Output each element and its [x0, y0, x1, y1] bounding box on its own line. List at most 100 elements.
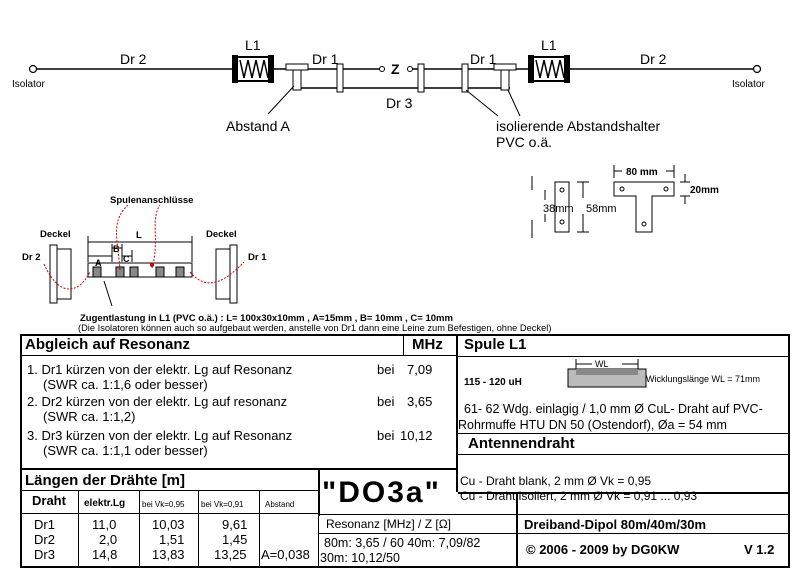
laengen-title: Längen der Drähte [m] [25, 472, 186, 489]
mhz-label: MHz [412, 336, 443, 353]
l1-left-label: L1 [245, 37, 261, 53]
resonanz-line1: 80m: 3,65 / 60 40m: 7,09/82 [324, 536, 481, 550]
step1-value: 7,09 [407, 362, 433, 377]
step2-bei: bei [377, 394, 395, 409]
step3-line1: 3. Dr3 kürzen von der elektr. Lg auf Res… [27, 428, 293, 443]
t-spacer-right [493, 63, 517, 91]
spacer-note-line1: isolierende Abstandshalter [496, 118, 661, 134]
isolator-right-ring [752, 64, 762, 74]
dreiband-top-rule [516, 514, 790, 515]
row1-vk095: 10,03 [152, 517, 185, 532]
coil-body [87, 262, 193, 278]
feed-terminal-right [407, 66, 413, 72]
dr3-label: Dr 3 [386, 95, 413, 111]
antenne-header-rule [458, 454, 790, 455]
strain-relief-pointer [103, 280, 113, 307]
do3a-title: "DO3a" [322, 476, 441, 509]
step2-line1: 2. Dr2 kürzen von der elektr. Lg auf res… [27, 394, 288, 409]
isolator-note-text: (Die Isolatoren können auch so aufgebaut… [78, 323, 551, 333]
antenne-top-rule [458, 433, 790, 434]
spacer-dimension-lines [531, 165, 690, 238]
coil-l1-right [528, 55, 570, 83]
dr2-left-label: Dr 2 [120, 51, 147, 67]
row2-draht: Dr2 [34, 532, 55, 547]
row2-vk095: 1,51 [159, 532, 185, 547]
dim-b-label: B [113, 244, 120, 254]
lengths-rows: Dr1 11,0 10,03 9,61 Dr2 2,0 1,51 1,45 Dr… [22, 515, 318, 568]
spec-table: Abgleich auf Resonanz MHz 1. Dr1 kürzen … [20, 334, 790, 568]
step3-line2: (SWR ca. 1:1,1 oder besser) [43, 443, 208, 458]
spule-header-rule [458, 356, 790, 357]
col-header-elektr: elektr.Lg [84, 498, 126, 509]
resonanz-left-rule [318, 514, 319, 568]
col-header-draht: Draht [32, 493, 66, 508]
l1-right-label: L1 [541, 37, 557, 53]
step3-value: 10,12 [400, 428, 433, 443]
dim-c-label: C [123, 254, 130, 264]
spacer-pointer-1 [465, 89, 499, 117]
dim-a-label: A [95, 258, 102, 268]
resonanz-line2: 30m: 10,12/50 [320, 551, 400, 565]
col-header-row: Draht elektr.Lg bei Vk=0,95 bei Vk=0,91 … [22, 491, 318, 513]
col-header-vk091: bei Vk=0,91 [201, 500, 244, 509]
row3-abstand: A=0,038 [261, 547, 310, 562]
abstand-a-label: Abstand A [226, 118, 290, 134]
col-sep-2 [139, 491, 140, 568]
col-header-abstand: Abstand [265, 500, 295, 509]
deckel-left-cap [49, 244, 72, 304]
resonanz-header-rule [318, 533, 516, 534]
spacer-note-line2: PVC o.ä. [496, 134, 552, 150]
deckel-right-label: Deckel [206, 229, 237, 240]
row1-draht: Dr1 [34, 517, 55, 532]
step1-line1: 1. Dr1 kürzen von der elektr. Lg auf Res… [27, 362, 293, 377]
row3-vk091: 13,25 [214, 547, 247, 562]
isolator-left-ring [28, 64, 38, 74]
do3a-left-rule [318, 470, 320, 516]
col-header-rule [22, 513, 318, 514]
row3-draht: Dr3 [34, 547, 55, 562]
dreiband-bottom-rule [516, 533, 790, 534]
col-header-vk095: bei Vk=0,95 [142, 500, 185, 509]
dimension-lines [87, 236, 193, 262]
spule-line2: Rohrmuffe HTU DN 50 (Ostendorf), Øa = 54… [458, 418, 727, 432]
antenne-title: Antennendraht [468, 435, 575, 452]
step3-bei: bei [377, 428, 395, 443]
antenne-line1: Cu - Draht blank, 2 mm Ø Vk = 0,95 [460, 474, 652, 488]
row3-vk095: 13,83 [152, 547, 185, 562]
row2-vk091: 1,45 [222, 532, 248, 547]
antenna-diagram: Isolator Isolator Dr 2 Dr 2 L1 L1 Z Dr 1… [12, 37, 765, 333]
isolator-right-label: Isolator [732, 79, 765, 90]
laengen-top-rule [22, 468, 458, 470]
step2-value: 3,65 [407, 394, 433, 409]
row2-elektr: 2,0 [99, 532, 118, 547]
dr1-left-label: Dr 1 [312, 51, 339, 67]
dim-20-label: 20mm [690, 185, 719, 196]
coil-sketch-svg [567, 359, 647, 388]
feedpoint-z-label: Z [391, 61, 400, 77]
row1-elektr: 11,0 [92, 517, 117, 532]
row1-vk091: 9,61 [222, 517, 248, 532]
spacer-bar-drawing [554, 181, 570, 233]
wl-label: WL [595, 359, 609, 369]
resonanz-top-rule [318, 514, 516, 515]
dr2-right-label: Dr 2 [640, 51, 667, 67]
step2-line2: (SWR ca. 1:1,2) [43, 409, 136, 424]
copyright-text: © 2006 - 2009 by DG0KW [526, 542, 680, 557]
laengen-header-rule [22, 490, 318, 491]
isolator-left-label: Isolator [12, 79, 45, 90]
spacer-t-drawing [613, 181, 675, 233]
t-spacer-left [285, 63, 309, 91]
step1-line2: (SWR ca. 1:1,6 oder besser) [43, 377, 208, 392]
strain-relief-text: Zugentlastung in L1 (PVC o.ä.) : L= 100x… [80, 313, 453, 324]
dim-l-label: L [136, 230, 142, 241]
spacer-pointer-2 [507, 89, 521, 117]
spulenanschluesse-label: Spulenanschlüsse [110, 195, 193, 206]
spule-line1: 61- 62 Wdg. einlagig / 1,0 mm Ø CuL- Dra… [464, 402, 763, 416]
coil-wires [43, 204, 245, 290]
wickel-label: Wicklungslänge WL = 71mm [646, 374, 760, 384]
spule-title: Spule L1 [464, 336, 527, 353]
col-sep-4 [259, 491, 260, 568]
resonanz-label: Resonanz [MHz] / Z [Ω] [326, 517, 452, 531]
row3-elektr: 14,8 [92, 547, 118, 562]
abstand-pointer [267, 85, 295, 115]
